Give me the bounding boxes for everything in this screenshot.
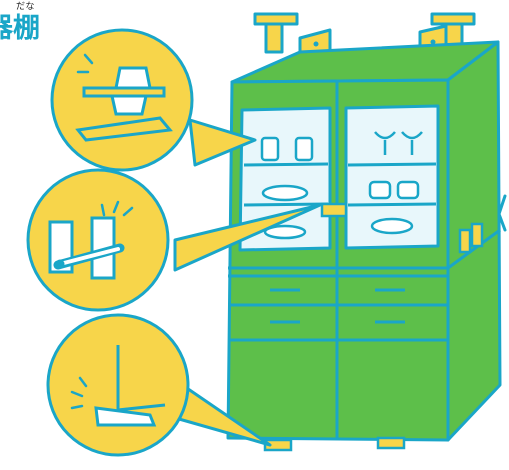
shelf-guard-icon	[75, 66, 173, 142]
sparkle-accents	[70, 53, 134, 410]
callout-l-bracket	[46, 313, 190, 457]
callout-pointers	[163, 118, 322, 447]
callout-door-latch	[26, 168, 170, 312]
edge-glyph-fragment	[497, 194, 507, 232]
title-block: だな 器棚	[0, 0, 60, 40]
dishes	[260, 131, 423, 240]
title-ruby: だな	[16, 2, 36, 12]
callout-shelf-guard	[50, 28, 194, 172]
side-bracket-icon	[458, 222, 484, 254]
l-bracket-icon	[94, 345, 166, 427]
latch-detail-icon	[48, 216, 125, 280]
door-latch-icon	[320, 202, 348, 218]
page-title: 器棚	[0, 13, 40, 40]
